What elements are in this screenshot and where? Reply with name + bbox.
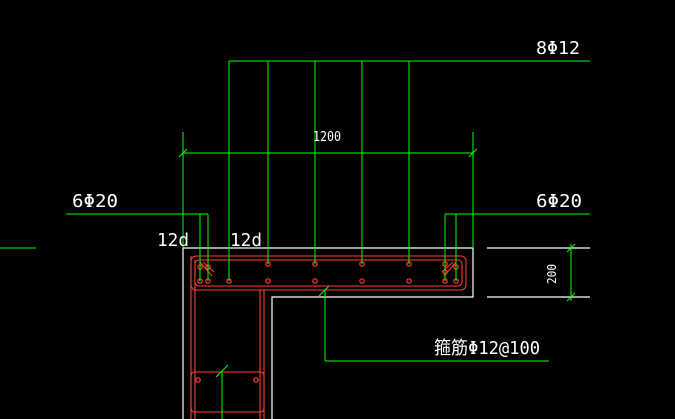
slab-stirrup-outer (190, 255, 467, 291)
dim-1200-tick-left (178, 148, 188, 158)
outline-outer (182, 247, 474, 419)
rebar-dot (253, 377, 259, 383)
dim-width-label: 1200 (313, 130, 341, 145)
dim-height-label: 200 (545, 264, 559, 284)
rebar-dots (195, 261, 459, 383)
dim-1200-tick-right (468, 148, 478, 158)
dim-200-tick-top (566, 243, 576, 253)
rebar-dot (312, 278, 318, 284)
anchor-left-label: 12d (157, 230, 189, 251)
rebar-dot (359, 278, 365, 284)
stirrup-cage (190, 255, 467, 419)
right-rebar-label: 6Φ20 (536, 191, 582, 212)
stirrup-leader-diag (318, 285, 330, 297)
dim-200-tick-bottom (566, 292, 576, 302)
concrete-outline (182, 247, 590, 419)
stirrup-hook-left (199, 261, 213, 277)
anchor-right-label: 12d (230, 230, 262, 251)
rebar-dot (195, 377, 201, 383)
wall-stirrup-lower (190, 371, 265, 413)
rebar-dot (265, 278, 271, 284)
rebar-dot (406, 278, 412, 284)
slab-stirrup-inner (194, 259, 463, 287)
top-rebar-label: 8Φ12 (536, 38, 580, 59)
left-rebar-label: 6Φ20 (72, 191, 118, 212)
leader-lines (0, 60, 590, 419)
stirrup-label: 箍筋Φ12@100 (434, 338, 540, 359)
